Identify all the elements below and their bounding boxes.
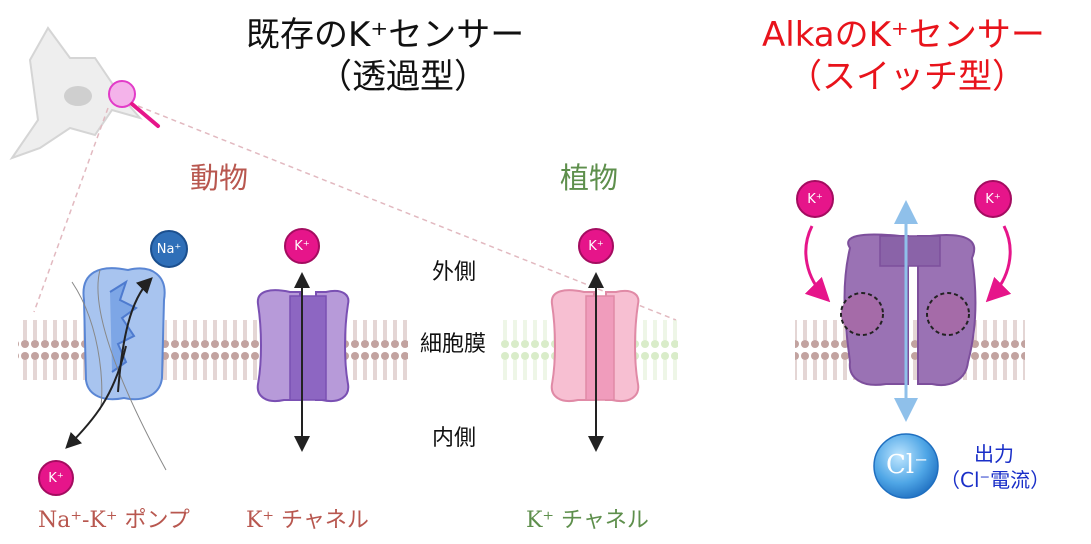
label-animal-k-channel: K⁺ チャネル	[246, 508, 369, 533]
magnifier-icon	[108, 80, 160, 128]
cl-ion-sphere	[873, 433, 939, 499]
label-inside: 内側	[432, 426, 477, 451]
cl-ion-label: Cl⁻	[886, 450, 928, 480]
k-ion-alka-left: K⁺	[796, 180, 834, 218]
pump-protein	[65, 267, 167, 471]
na-ion: Na⁺	[150, 230, 188, 268]
cell-icon	[9, 26, 143, 160]
category-animal: 動物	[190, 161, 249, 195]
label-plant-k-channel: K⁺ チャネル	[526, 508, 649, 533]
category-plant: 植物	[560, 161, 619, 195]
membrane-animal	[18, 318, 408, 388]
zoom-lines	[33, 105, 677, 321]
label-na-k-pump: Na⁺-K⁺ ポンプ	[38, 508, 190, 533]
k-ion-plant-channel: K⁺	[578, 228, 614, 264]
animal-k-channel	[256, 272, 350, 452]
right-header-subtitle: （スイッチ型）	[788, 57, 1026, 97]
k-ion-pump: K⁺	[38, 460, 74, 496]
k-ion-alka-right: K⁺	[974, 180, 1012, 218]
k-ion-animal-channel: K⁺	[284, 228, 320, 264]
plant-k-channel	[550, 272, 640, 452]
output-title: 出力	[974, 442, 1014, 466]
right-header-title: AlkaのK⁺センサー	[762, 15, 1045, 55]
membrane-alka	[795, 318, 1025, 388]
alka-sensor-protein	[804, 200, 1012, 422]
label-outside: 外側	[432, 260, 477, 285]
left-header-subtitle: （透過型）	[318, 57, 488, 97]
left-header-title: 既存のK⁺センサー	[246, 15, 525, 55]
label-membrane: 細胞膜	[420, 332, 487, 357]
output-detail: （Cl⁻電流）	[940, 468, 1051, 492]
